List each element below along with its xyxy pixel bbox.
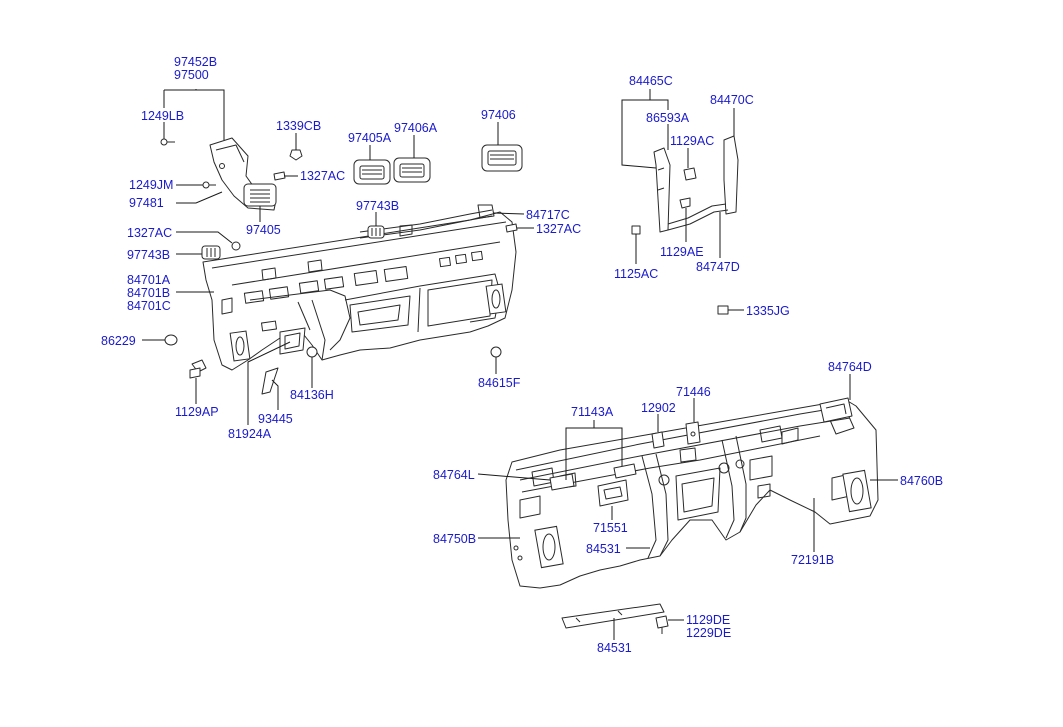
bolt-1129DE [655,615,669,629]
part-number-labels: 97452B 97500 1249LB 1339CB 97405A 97406A… [101,55,943,655]
vents-center-pair [353,157,431,185]
label-84531-a[interactable]: 84531 [586,542,621,556]
label-97743B-a[interactable]: 97743B [356,199,399,213]
label-1327AC-b[interactable]: 1327AC [536,222,581,236]
screw-1249LB [160,138,168,146]
label-97405A[interactable]: 97405A [348,131,392,145]
label-1327AC-a[interactable]: 1327AC [300,169,345,183]
clip-1335JG [717,305,729,315]
label-84136H[interactable]: 84136H [290,388,334,402]
clip-1327AC-c [231,241,241,251]
label-81924A[interactable]: 81924A [228,427,272,441]
label-97500[interactable]: 97500 [174,68,209,82]
speaker-right-lower [842,469,872,513]
upper-fasteners [160,138,518,395]
crash-pad-top-edge [211,221,507,269]
label-1249LB[interactable]: 1249LB [141,109,184,123]
speaker-left-lower [534,525,564,569]
clip-84136H [306,346,318,358]
bolt-1129AE [679,197,691,209]
small-vents [201,225,385,260]
plug-84615F [490,346,502,358]
vent-97406 [481,144,523,172]
label-71551[interactable]: 71551 [593,521,628,535]
grommet-86229 [164,334,178,346]
bracket-84465C [653,147,671,233]
label-1129AP[interactable]: 1129AP [175,405,219,419]
label-84747D[interactable]: 84747D [696,260,740,274]
bracket-93445 [261,367,279,395]
label-71143A[interactable]: 71143A [571,405,614,419]
clip-1327AC-b [505,223,518,233]
label-1129AE[interactable]: 1129AE [660,245,704,259]
bracket-84470C [723,135,739,215]
label-97452B[interactable]: 97452B [174,55,217,69]
label-97406A[interactable]: 97406A [394,121,438,135]
screw-1249JM [202,181,210,189]
bracket-71446 [685,421,701,445]
label-71446[interactable]: 71446 [676,385,711,399]
right-bracket-assembly [631,135,739,315]
label-84470C[interactable]: 84470C [710,93,754,107]
bolt-1129AP-base [189,367,201,379]
label-1229DE[interactable]: 1229DE [686,626,731,640]
bracket-12902 [651,431,665,449]
label-84717C[interactable]: 84717C [526,208,570,222]
clip-1327AC-a [273,171,286,181]
label-1339CB[interactable]: 1339CB [276,119,321,133]
label-86593A[interactable]: 86593A [646,111,690,125]
lower-brace [561,603,669,634]
upper-dashboard-assembly [202,211,517,371]
label-84764D[interactable]: 84764D [828,360,872,374]
label-1129AC[interactable]: 1129AC [670,134,714,148]
label-72191B[interactable]: 72191B [791,553,834,567]
label-84701C[interactable]: 84701C [127,299,171,313]
label-84764L[interactable]: 84764L [433,468,475,482]
label-86229[interactable]: 86229 [101,334,136,348]
label-1327AC-c[interactable]: 1327AC [127,226,172,240]
label-84615F[interactable]: 84615F [478,376,521,390]
clip-1339CB [289,149,303,161]
label-84465C[interactable]: 84465C [629,74,673,88]
label-84531-b[interactable]: 84531 [597,641,632,655]
label-1125AC[interactable]: 1125AC [614,267,658,281]
label-84750B[interactable]: 84750B [433,532,476,546]
speaker-right-upper [485,283,507,315]
bolt-1125AC [631,225,641,235]
bolt-1129AC-right [683,167,697,181]
label-84760B[interactable]: 84760B [900,474,943,488]
label-12902[interactable]: 12902 [641,401,676,415]
leader-lines [142,89,898,640]
label-1249JM[interactable]: 1249JM [129,178,173,192]
vent-97405 [243,183,277,207]
label-97743B-b[interactable]: 97743B [127,248,170,262]
defroster-duct [359,204,495,239]
label-97481[interactable]: 97481 [129,196,164,210]
label-1129DE[interactable]: 1129DE [686,613,730,627]
lower-dashboard-frame [505,397,879,589]
label-1335JG[interactable]: 1335JG [746,304,790,318]
label-97406[interactable]: 97406 [481,108,516,122]
label-84701A[interactable]: 84701A [127,273,171,287]
speaker-left-upper [229,330,251,362]
label-97405[interactable]: 97405 [246,223,281,237]
label-93445[interactable]: 93445 [258,412,293,426]
brace-bar-84531 [561,603,665,629]
label-84701B[interactable]: 84701B [127,286,170,300]
air-vent-grille [243,183,277,207]
